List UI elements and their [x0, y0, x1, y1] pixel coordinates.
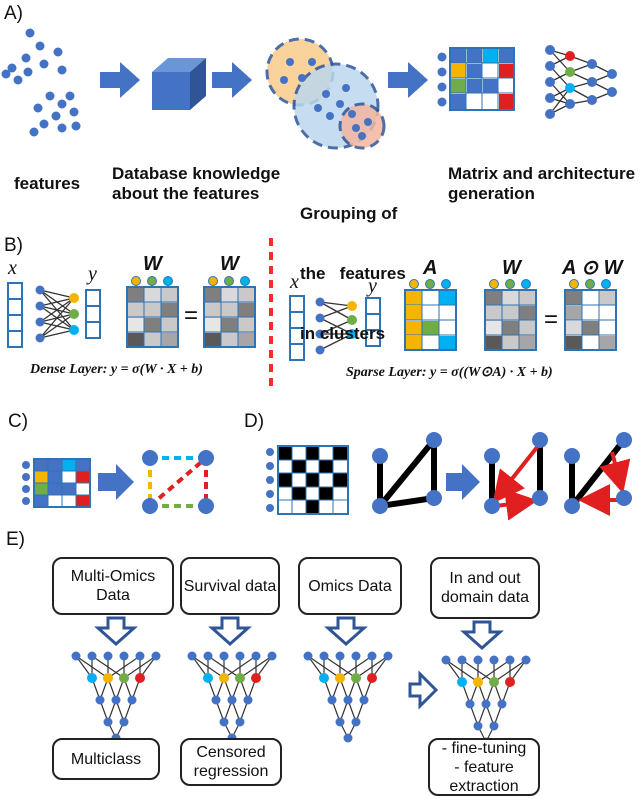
network-icon — [441, 655, 531, 747]
panel-label-d: D) — [244, 411, 265, 432]
network-icon — [187, 651, 277, 743]
adjacency-matrix — [266, 445, 349, 515]
sparse-formula: Sparse Layer: y = σ((W⊙A) · X + b) — [346, 365, 553, 380]
arrow-icon — [98, 464, 134, 500]
fine-tuning-box: - fine-tuning - feature extraction — [428, 738, 540, 796]
dense-x-label: x — [8, 257, 17, 279]
arrow-icon — [388, 62, 428, 98]
feature-matrix — [437, 47, 515, 111]
sparse-input-vector — [289, 295, 305, 361]
mask-matrix-a — [404, 279, 457, 351]
down-arrow-icon — [324, 616, 368, 647]
network-icon — [303, 651, 393, 743]
w-label: W — [502, 257, 521, 279]
panel-label-e: E) — [6, 529, 25, 550]
arrow-icon — [100, 62, 140, 98]
matrix-label-line: generation — [448, 184, 535, 203]
censored-regression-box: Censored regression — [180, 738, 282, 786]
graph-message-passing — [484, 432, 548, 521]
masked-weight-matrix — [564, 279, 617, 351]
grouping-label: Grouping of the features in clusters — [300, 164, 406, 364]
down-arrow-icon — [208, 616, 252, 647]
cluster-graph — [142, 450, 214, 514]
dense-y-label: y — [88, 263, 97, 285]
down-arrow-icon — [94, 616, 138, 647]
equals-sign: = — [544, 306, 559, 333]
panel-label-c: C) — [8, 411, 29, 432]
scattered-features — [1, 28, 81, 137]
equals-sign: = — [184, 302, 199, 329]
right-arrow-icon — [408, 670, 439, 710]
w-label: W — [143, 253, 162, 275]
graph-message-passing — [564, 432, 632, 516]
sparse-x-label: x — [290, 271, 299, 293]
sparse-y-label: y — [368, 275, 377, 297]
grouping-label-line: the features — [300, 264, 406, 283]
database-label: Database knowledge about the features — [112, 164, 280, 204]
multi-omics-data-box: Multi-Omics Data — [52, 557, 174, 615]
w-label: W — [220, 253, 239, 275]
grouping-label-line: Grouping of — [300, 204, 398, 223]
multiclass-box: Multiclass — [52, 738, 160, 780]
domain-data-box: In and out domain data — [430, 557, 540, 619]
database-cube-icon — [152, 58, 206, 110]
panel-label-a: A) — [4, 3, 23, 24]
fine-tuning-line: - feature — [454, 758, 514, 776]
matrix-label-line: Matrix and architecture — [448, 164, 636, 183]
weight-matrix-w — [203, 276, 256, 348]
weight-matrix-w — [484, 279, 537, 351]
arrow-icon — [446, 464, 480, 500]
arrow-icon — [212, 62, 252, 98]
dense-formula: Dense Layer: y = σ(W · X + b) — [30, 362, 203, 377]
database-label-line: Database knowledge — [112, 164, 281, 183]
omics-data-box: Omics Data — [298, 557, 402, 615]
feature-clusters — [265, 37, 386, 150]
cluster-matrix — [22, 458, 91, 508]
network-icon — [71, 651, 161, 743]
dense-output-vector — [85, 289, 101, 339]
neural-network-icon — [545, 45, 617, 119]
dense-input-vector — [7, 282, 23, 348]
panel-label-b: B) — [4, 235, 23, 256]
survival-data-box: Survival data — [180, 557, 280, 615]
graph-full — [372, 432, 442, 514]
features-label: features — [14, 174, 81, 193]
database-label-line: about the features — [112, 184, 260, 203]
fine-tuning-line: - fine-tuning — [441, 739, 527, 757]
sparse-network — [315, 297, 357, 355]
grouping-label-line: in clusters — [300, 324, 386, 343]
a-hadamard-w-label: A ⊙ W — [562, 257, 623, 279]
matrix-label: Matrix and architecture generation — [448, 164, 635, 204]
sparse-output-vector — [365, 297, 381, 347]
weight-matrix-w — [126, 276, 179, 348]
fine-tuning-line: extraction — [449, 777, 519, 795]
a-label: A — [423, 257, 438, 279]
down-arrow-icon — [460, 620, 504, 651]
dense-network — [35, 285, 79, 343]
